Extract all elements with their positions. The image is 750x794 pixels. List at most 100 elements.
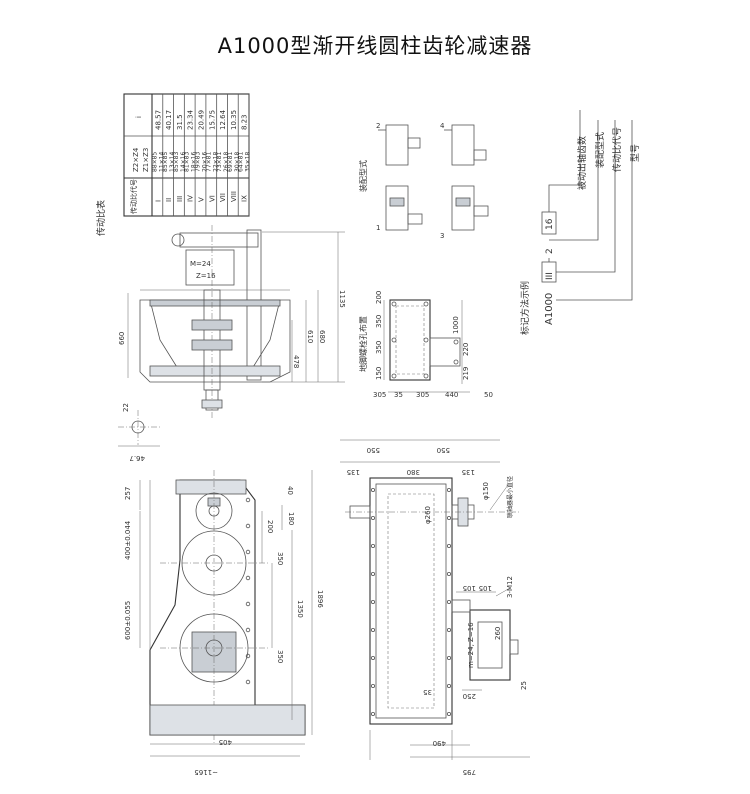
table-row-teeth-top: 69×81 bbox=[227, 152, 234, 172]
dim-22: 22 bbox=[122, 403, 130, 412]
side-bolt bbox=[245, 575, 251, 581]
anchor-dim-305a: 35 bbox=[394, 391, 403, 399]
table-row-teeth-bottom: 11×14 bbox=[158, 152, 165, 172]
anchor-dim-350a: 350 bbox=[375, 341, 383, 354]
assembly-label-1: 1 bbox=[376, 224, 380, 232]
anchor-hole bbox=[453, 359, 459, 365]
assembly-label-2: 2 bbox=[376, 122, 380, 130]
anchor-dim-220: 220 bbox=[462, 343, 470, 356]
plan-dim-380: 380 bbox=[407, 468, 420, 476]
plan-bolt bbox=[446, 600, 451, 605]
table-row-ratio: 40.17 bbox=[165, 110, 173, 130]
table-row-teeth-top: 64×81 bbox=[238, 152, 245, 172]
plan-bolt bbox=[446, 487, 451, 492]
anchor-hole bbox=[453, 339, 459, 345]
plan-bolt bbox=[446, 656, 451, 661]
side-dim-350b: 350 bbox=[276, 650, 284, 663]
anchor-dim-440: 440 bbox=[445, 391, 458, 399]
table-row-code: I bbox=[154, 200, 162, 202]
marking-assembly-code: 2 bbox=[545, 248, 555, 254]
table-row-teeth-bottom: 13×14 bbox=[169, 152, 176, 172]
table-row-teeth-bottom: 22×18 bbox=[212, 152, 219, 172]
plan-dim-550a: 550 bbox=[437, 446, 450, 454]
anchor-hole bbox=[423, 301, 429, 307]
table-row-ratio: 8.23 bbox=[241, 114, 249, 130]
table-row-teeth-top: 88×85 bbox=[151, 152, 158, 172]
table-row-teeth-top: 79×83 bbox=[195, 152, 202, 172]
plan-dim-phi260: φ260 bbox=[424, 506, 432, 524]
anchor-dim-200: 200 bbox=[375, 291, 383, 304]
col-code-header: 传动比代号 bbox=[129, 179, 138, 214]
side-dim-405: 405 bbox=[219, 738, 232, 746]
table-row-teeth-top: 81×83 bbox=[184, 152, 191, 172]
plan-bolt bbox=[370, 544, 375, 549]
table-row-ratio: 23.34 bbox=[187, 109, 195, 130]
side-dim-257: 257 bbox=[124, 487, 132, 500]
marking-note-model: 型号 bbox=[630, 144, 641, 162]
anchor-dim-1000: 1000 bbox=[452, 316, 460, 334]
anchor-hole bbox=[391, 301, 397, 307]
front-module-label: M=24 bbox=[190, 260, 211, 268]
plan-bolt bbox=[370, 516, 375, 521]
table-row-code: II bbox=[165, 198, 173, 202]
side-dim-200: 200 bbox=[266, 520, 274, 533]
plan-bolt bbox=[446, 516, 451, 521]
plan-dim-105a: 105 bbox=[463, 584, 476, 592]
side-dim-400: 400±0.044 bbox=[124, 520, 132, 560]
plan-dim-260: 260 bbox=[494, 627, 502, 640]
dim-1135: 1135 bbox=[338, 290, 346, 308]
side-bolt bbox=[245, 653, 251, 659]
side-bolt bbox=[245, 627, 251, 633]
marking-note-assembly: 装配型式 bbox=[594, 132, 606, 168]
side-dim-1165: ~1165 bbox=[194, 768, 218, 776]
table-row-code: V bbox=[198, 197, 206, 202]
plan-bolt bbox=[370, 487, 375, 492]
table-row-teeth-bottom: 26×18 bbox=[223, 152, 230, 172]
marking-note-teeth: 被动出轴齿数 bbox=[576, 136, 588, 190]
marking-code: A1000 bbox=[544, 293, 555, 325]
assembly-types: 装配型式 2 4 1 3 bbox=[358, 122, 489, 240]
front-teeth-label: Z=16 bbox=[196, 272, 216, 280]
plan-dim-250: 250 bbox=[463, 692, 476, 700]
table-row-code: IX bbox=[241, 195, 249, 202]
side-bolt bbox=[245, 679, 251, 685]
side-dim-600: 600±0.055 bbox=[124, 601, 132, 640]
anchor-dim-35: 305 bbox=[373, 391, 386, 399]
plan-bolt bbox=[370, 712, 375, 717]
anchor-plan: 地脚螺栓孔布置 440 35 305 305 50 150 350 350 20… bbox=[358, 291, 493, 399]
assembly-label-3: 3 bbox=[440, 232, 444, 240]
side-view: 257 400±0.044 600±0.055 200 180 350 350 … bbox=[124, 470, 324, 776]
table-row-code: VI bbox=[208, 195, 216, 202]
anchor-dim-219: 219 bbox=[462, 367, 470, 380]
side-bolt bbox=[245, 601, 251, 607]
table-row-ratio: 12.64 bbox=[219, 109, 227, 130]
dim-660: 660 bbox=[118, 332, 126, 345]
plan-dim-105b: 105 bbox=[479, 584, 492, 592]
marking-example: 标记方法示例 A1000 III 2 16 被动出轴齿数 装配型式 传动比代号 … bbox=[519, 110, 641, 335]
plan-dim-3-M12: 3-M12 bbox=[506, 576, 514, 598]
anchor-dim-150: 150 bbox=[375, 367, 383, 380]
side-bolt bbox=[245, 523, 251, 529]
table-row-teeth-bottom: 20×16 bbox=[202, 152, 209, 172]
plan-dim-550b: 550 bbox=[367, 446, 380, 454]
plan-gear-label: m=24, Z=16 bbox=[467, 622, 475, 668]
plan-bolt bbox=[446, 712, 451, 717]
table-row-teeth-bottom: 18×16 bbox=[191, 152, 198, 172]
side-dim-1896: 1896 bbox=[316, 590, 324, 608]
side-dim-40: 40 bbox=[286, 486, 294, 495]
dim-478: 478 bbox=[292, 355, 300, 368]
table-row-ratio: 31.5 bbox=[176, 114, 184, 130]
side-bolt bbox=[245, 497, 251, 503]
table-row-teeth-top: 85×85 bbox=[162, 152, 169, 172]
plan-bolt bbox=[370, 628, 375, 633]
marking-note-ratio: 传动比代号 bbox=[611, 127, 623, 172]
plan-bolt bbox=[446, 684, 451, 689]
table-row-code: III bbox=[176, 196, 184, 202]
anchor-hole bbox=[391, 337, 397, 343]
anchor-caption: 地脚螺栓孔布置 bbox=[358, 316, 368, 372]
plan-dim-490: 490 bbox=[433, 739, 446, 747]
side-bolt bbox=[245, 549, 251, 555]
plan-dim-phi150: φ150 bbox=[482, 482, 490, 500]
